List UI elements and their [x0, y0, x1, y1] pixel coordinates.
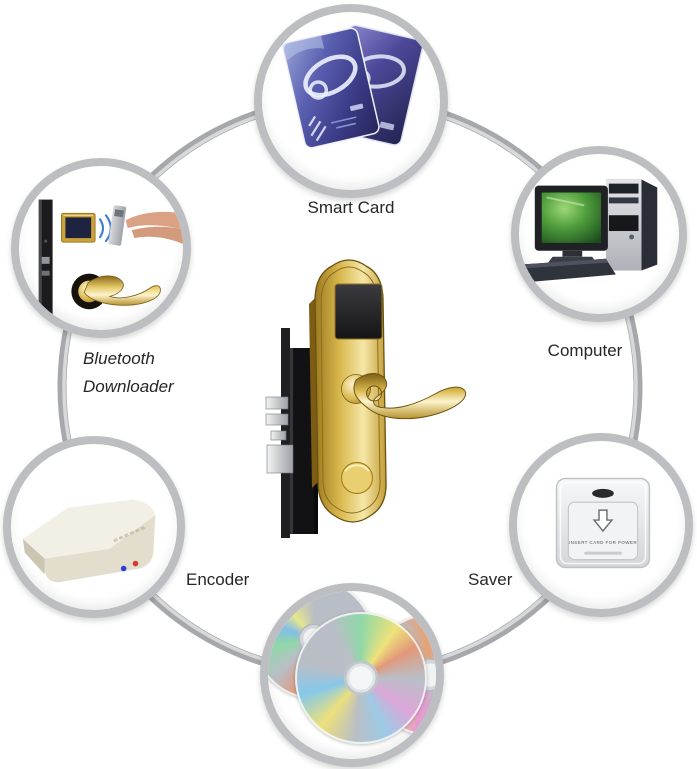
lever-handle [341, 373, 467, 420]
saver-device-text: INSERT CARD FOR POWER [569, 540, 637, 545]
handheld-downloader [108, 205, 183, 246]
bluetooth-downloader-label: Bluetooth Downloader [83, 345, 174, 401]
cylinder-cover [340, 461, 374, 495]
bluetooth-label-line2: Downloader [83, 377, 174, 396]
computer-tower [605, 179, 658, 271]
smart-cards-image [282, 24, 424, 149]
lock-reader-device [60, 212, 96, 243]
encoder-label: Encoder [186, 570, 250, 589]
node-smart-card [254, 4, 448, 198]
computer-keyboard [519, 258, 616, 283]
hotel-door-lock-image [265, 259, 467, 538]
saver-label: Saver [468, 570, 513, 589]
deadbolt [266, 444, 294, 474]
smart-card-label: Smart Card [307, 198, 395, 217]
card-encoder-image [22, 498, 156, 583]
encoder-led-blue [120, 565, 127, 572]
encoder-device [22, 498, 156, 583]
card-reader-window [334, 283, 383, 340]
door-handle [71, 273, 161, 310]
insert-arrow-icon [592, 509, 614, 533]
smart-card-front [282, 27, 380, 149]
latch-bolts [265, 396, 294, 474]
bluetooth-downloader-scene-image [38, 199, 183, 323]
node-saver: INSERT CARD FOR POWER [509, 433, 693, 617]
node-bluetooth-downloader [11, 158, 191, 338]
node-encoder [3, 436, 185, 618]
bluetooth-label-line1: Bluetooth [83, 349, 155, 368]
node-software-cds [260, 583, 444, 767]
door-lock-strip [38, 199, 53, 323]
node-computer [511, 146, 687, 322]
saver-switch: INSERT CARD FOR POWER [555, 477, 651, 569]
computer-label: Computer [547, 341, 623, 360]
cd-disc-front [295, 612, 427, 744]
cd-discs-image [268, 591, 436, 759]
desktop-computer-image [519, 179, 658, 283]
computer-monitor [534, 185, 608, 265]
saver-indicator [592, 488, 614, 498]
energy-saver-switch-image: INSERT CARD FOR POWER [555, 477, 651, 569]
encoder-led-red [132, 560, 139, 567]
